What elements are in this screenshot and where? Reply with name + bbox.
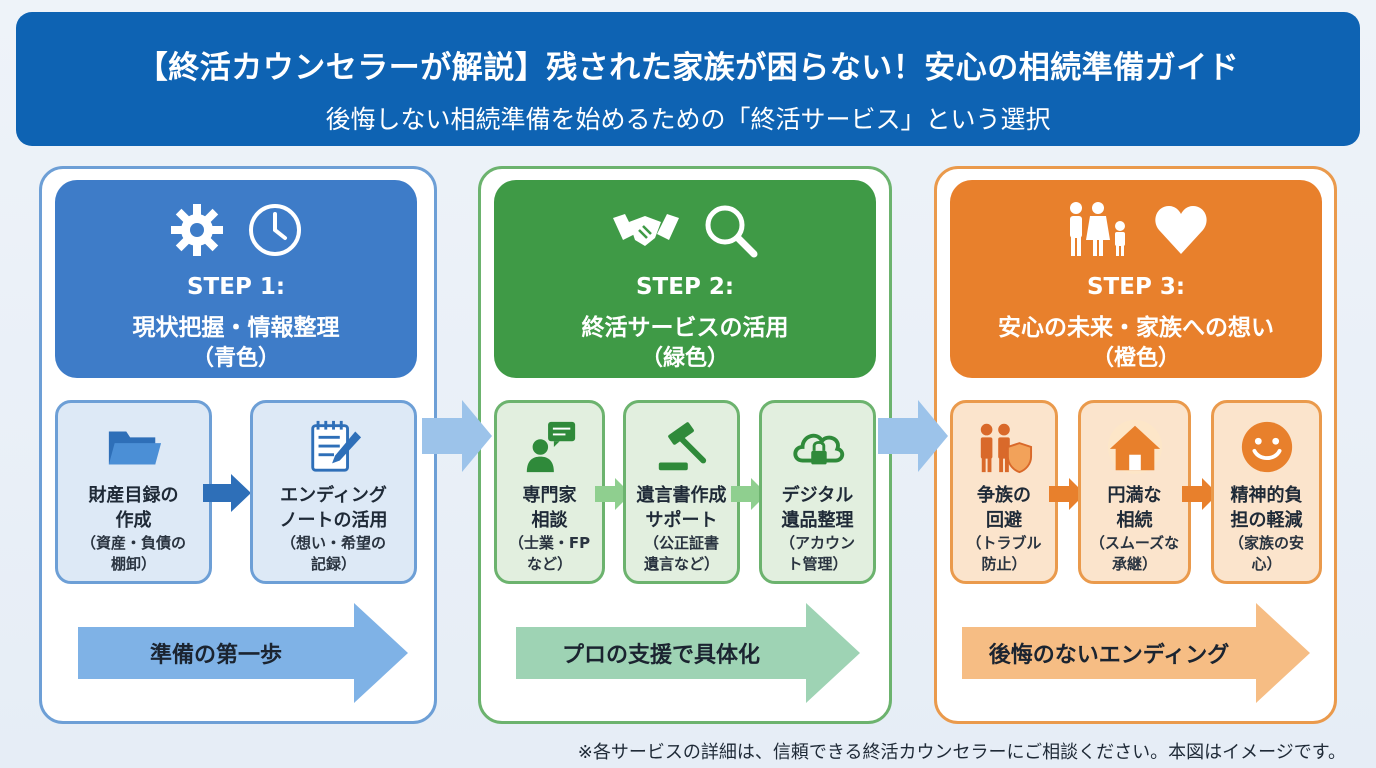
step3-card-smooth-inheritance: 円満な相続 （スムーズな承継） xyxy=(1078,400,1191,584)
step2-banner-label: プロの支援で具体化 xyxy=(561,643,760,668)
footnote: ※各サービスの詳細は、信頼できる終活カウンセラーにご相談ください。本図はイメージ… xyxy=(577,742,1346,763)
card-sub-line: 防止） xyxy=(981,555,1027,573)
gavel-icon xyxy=(658,422,706,471)
step2-card-digital-estate: デジタル遺品整理 （アカウント管理） xyxy=(759,400,876,584)
step3-color-note: （橙色） xyxy=(1091,346,1180,371)
step1-card-asset-list: 財産目録の作成 （資産・負債の棚卸） xyxy=(55,400,212,584)
page-subtitle: 後悔しない相続準備を始めるための「終活サービス」という選択 xyxy=(325,105,1051,134)
card-title-line: 相談 xyxy=(531,510,568,531)
card-sub-line: ト管理） xyxy=(787,555,848,573)
card-title-line: サポート xyxy=(645,510,718,531)
card-sub-line: など） xyxy=(526,555,572,573)
card-title-line: 回避 xyxy=(986,510,1022,531)
card-title-line: デジタル xyxy=(781,485,854,506)
clock-icon xyxy=(249,204,301,256)
card-title-line: 作成 xyxy=(115,510,152,531)
step2-card-expert-consult: 専門家相談 （士業・FP など） xyxy=(494,400,605,584)
card-sub-line: （トラブル xyxy=(966,534,1042,552)
arrow-card-2a-2b xyxy=(595,478,631,510)
card-sub-line: （家族の安 xyxy=(1228,534,1304,552)
arrow-step1-to-step2 xyxy=(422,400,492,472)
gear-icon xyxy=(171,204,223,256)
step3-label: STEP 3: xyxy=(1086,274,1186,300)
card-title-line: 専門家 xyxy=(522,485,577,506)
card-title-line: 遺言書作成 xyxy=(636,485,727,506)
card-sub-line: 記録） xyxy=(310,555,356,573)
arrow-card-2b-2c xyxy=(731,478,767,510)
arrow-card-1-2 xyxy=(203,474,251,512)
card-sub-line: 遺言など） xyxy=(643,555,719,573)
card-title-line: ノートの活用 xyxy=(279,510,388,531)
card-title-line: 争族の xyxy=(977,485,1031,506)
card-title-line: 担の軽減 xyxy=(1230,510,1303,531)
card-sub-line: （想い・希望の xyxy=(280,534,386,552)
step3-name: 安心の未来・家族への想い xyxy=(998,315,1274,341)
family-icon xyxy=(1070,202,1125,256)
card-sub-line: （スムーズな xyxy=(1089,534,1180,552)
page-title: 【終活カウンセラーが解説】残された家族が困らない！安心の相続準備ガイド xyxy=(136,50,1240,86)
arrow-card-3a-3b xyxy=(1049,478,1085,510)
card-title-line: エンディング xyxy=(280,485,387,506)
step1-label: STEP 1: xyxy=(186,274,286,300)
step1-card-ending-note: エンディングノートの活用 （想い・希望の記録） xyxy=(250,400,417,584)
header-banner: 【終活カウンセラーが解説】残された家族が困らない！安心の相続準備ガイド 後悔しな… xyxy=(16,12,1360,146)
step2-color-note: （緑色） xyxy=(640,346,729,371)
heart-icon xyxy=(1155,206,1207,254)
handshake-icon xyxy=(613,214,679,246)
card-title-line: 財産目録の xyxy=(88,485,179,506)
step3-card-avoid-dispute: 争族の回避 （トラブル防止） xyxy=(950,400,1058,584)
step1-header: STEP 1: 現状把握・情報整理 （青色） xyxy=(55,180,417,378)
card-title-line: 円満な xyxy=(1107,485,1162,506)
notepad-pencil-icon xyxy=(310,420,361,472)
card-sub-line: 心） xyxy=(1251,555,1282,573)
smile-icon xyxy=(1241,421,1292,473)
step2-name: 終活サービスの活用 xyxy=(581,315,789,341)
house-icon xyxy=(1107,419,1162,475)
card-title-line: 遺品整理 xyxy=(781,510,854,531)
people-shield-icon xyxy=(980,423,1033,474)
banner-arrow-shape xyxy=(516,603,860,703)
step3-card-relief: 精神的負担の軽減 （家族の安心） xyxy=(1211,400,1322,584)
card-sub-line: （資産・負債の xyxy=(80,534,186,552)
card-sub-line: （士業・FP xyxy=(508,534,591,552)
banner-arrow-shape xyxy=(962,603,1310,703)
step1-banner-label: 準備の第一歩 xyxy=(149,643,282,668)
card-sub-line: 承継） xyxy=(1111,555,1157,573)
step1-name: 現状把握・情報整理 xyxy=(132,315,340,341)
consultant-chat-icon xyxy=(526,421,575,473)
arrow-card-3b-3c xyxy=(1182,478,1218,510)
step2-label: STEP 2: xyxy=(635,274,735,300)
folder-icon xyxy=(108,431,161,465)
card-sub-line: （公正証書 xyxy=(643,534,719,552)
card-title-line: 相続 xyxy=(1116,510,1153,531)
card-title-line: 精神的負 xyxy=(1230,485,1303,506)
card-sub-line: （アカウン xyxy=(779,534,855,552)
arrow-step2-to-step3 xyxy=(878,400,948,472)
card-sub-line: 棚卸） xyxy=(110,555,156,573)
cloud-lock-icon xyxy=(792,433,844,465)
banner-arrow-shape xyxy=(78,603,408,703)
step2-card-will-support: 遺言書作成サポート （公正証書遺言など） xyxy=(623,400,740,584)
step3-header: STEP 3: 安心の未来・家族への想い （橙色） xyxy=(950,180,1322,378)
magnifier-icon xyxy=(705,205,758,258)
step2-banner-arrow: プロの支援で具体化 xyxy=(516,603,860,703)
step3-banner-arrow: 後悔のないエンディング xyxy=(962,603,1310,703)
step1-color-note: （青色） xyxy=(191,346,280,371)
step3-banner-label: 後悔のないエンディング xyxy=(988,643,1230,668)
step2-header: STEP 2: 終活サービスの活用 （緑色） xyxy=(494,180,876,378)
step1-banner-arrow: 準備の第一歩 xyxy=(78,603,408,703)
